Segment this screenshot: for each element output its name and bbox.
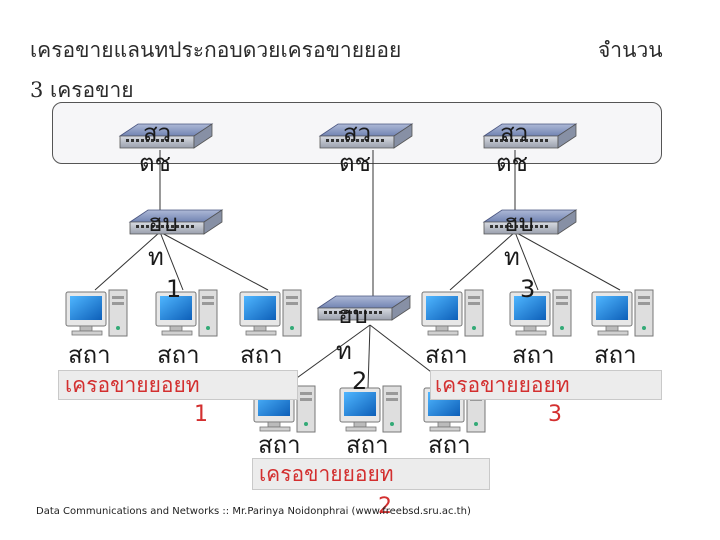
hub-2-number: 2 — [352, 367, 368, 395]
station-label: สถา — [346, 431, 389, 459]
subnet-3-number: 3 — [548, 402, 562, 427]
title-line-2: 3 เครอขาย — [30, 78, 134, 102]
hub-2-label-top: ฮบ — [338, 301, 368, 329]
hub-1-label-top: ฮบ — [148, 209, 178, 237]
station-label: สถา — [594, 341, 637, 369]
switch-1-label-bottom: ตช — [139, 149, 171, 177]
station-label: สถา — [68, 341, 111, 369]
hub-3-label-mid: ท — [504, 243, 520, 271]
computer-icon — [421, 289, 484, 337]
hub-1-label-mid: ท — [148, 243, 164, 271]
computer-icon — [65, 289, 128, 337]
hub-3-label-top: ฮบ — [504, 209, 534, 237]
subnet-1-number: 1 — [194, 402, 208, 427]
station-label: สถา — [240, 341, 283, 369]
footer-credit: Data Communications and Networks :: Mr.P… — [36, 506, 471, 517]
count-label: จำนวน — [598, 38, 663, 62]
hub-1-number: 1 — [166, 275, 182, 303]
computer-icon — [239, 289, 302, 337]
subnet-1-label: เครอขายยอยท — [58, 370, 298, 400]
switch-1-label-top: สว — [143, 119, 172, 147]
station-label: สถา — [157, 341, 200, 369]
switch-3-label-top: สว — [500, 119, 529, 147]
computer-icon — [591, 289, 654, 337]
station-label: สถา — [428, 431, 471, 459]
switch-3-label-bottom: ตช — [496, 149, 528, 177]
station-label: สถา — [512, 341, 555, 369]
subnet-2-label: เครอขายยอยท — [252, 458, 490, 490]
switch-icon — [483, 123, 577, 149]
switch-2-label-bottom: ตช — [339, 149, 371, 177]
subnet-2-number: 2 — [378, 494, 392, 519]
station-label: สถา — [425, 341, 468, 369]
hub-3-number: 3 — [520, 275, 536, 303]
computer-icon — [339, 385, 402, 433]
switch-2-label-top: สว — [343, 119, 372, 147]
hub-2-label-mid: ท — [336, 337, 352, 365]
station-label: สถา — [258, 431, 301, 459]
subnet-3-label: เครอขายยอยท — [430, 370, 662, 400]
title-line-1: เครอขายแลนทประกอบดวยเครอขายยอย — [30, 38, 402, 62]
